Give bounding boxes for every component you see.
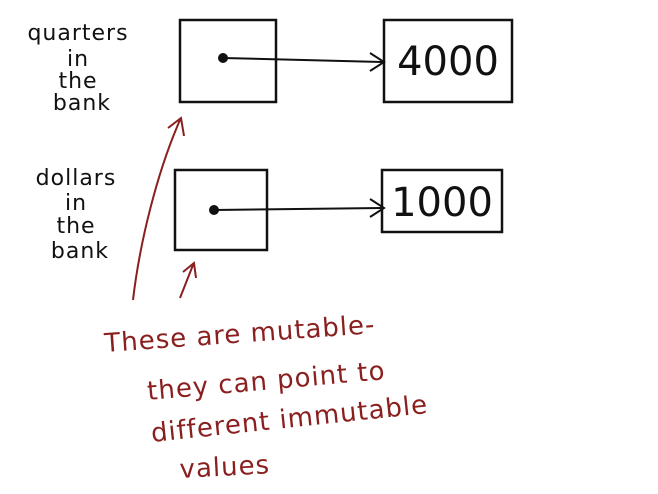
value-box: [382, 18, 514, 104]
pointer-arrow-line: [213, 207, 383, 211]
label-line: in: [67, 47, 89, 72]
value-box: [380, 168, 504, 234]
variable-label-dollars: dollars in the bank: [36, 166, 125, 264]
annotation-arrowhead: [167, 116, 185, 137]
annotation-arrows: [132, 116, 197, 301]
label-line: the: [58, 69, 97, 94]
pointer-arrow-line: [222, 57, 383, 63]
label-line: in: [65, 191, 87, 216]
variable-dollars: dollars in the bank 1000: [36, 166, 504, 264]
label-line: dollars: [36, 166, 117, 191]
note-line: These are mutable-: [102, 310, 376, 359]
variable-quarters: quarters in the bank 4000: [27, 18, 514, 116]
pointer-arrowhead: [369, 198, 386, 218]
value-text: 4000: [397, 39, 499, 85]
label-line: the: [56, 214, 95, 239]
label-line: bank: [53, 91, 111, 116]
annotation-arrow-line: [132, 119, 181, 301]
label-line: bank: [51, 239, 109, 264]
annotation-arrow-line: [179, 264, 194, 299]
annotation-arrowhead: [182, 261, 197, 279]
value-text: 1000: [391, 180, 493, 226]
label-line: quarters: [27, 21, 128, 46]
note-line: values: [179, 450, 271, 485]
annotation-note: These are mutable- they can point to dif…: [102, 310, 429, 485]
variable-label-quarters: quarters in the bank: [27, 21, 136, 116]
variable-box: [178, 18, 278, 104]
